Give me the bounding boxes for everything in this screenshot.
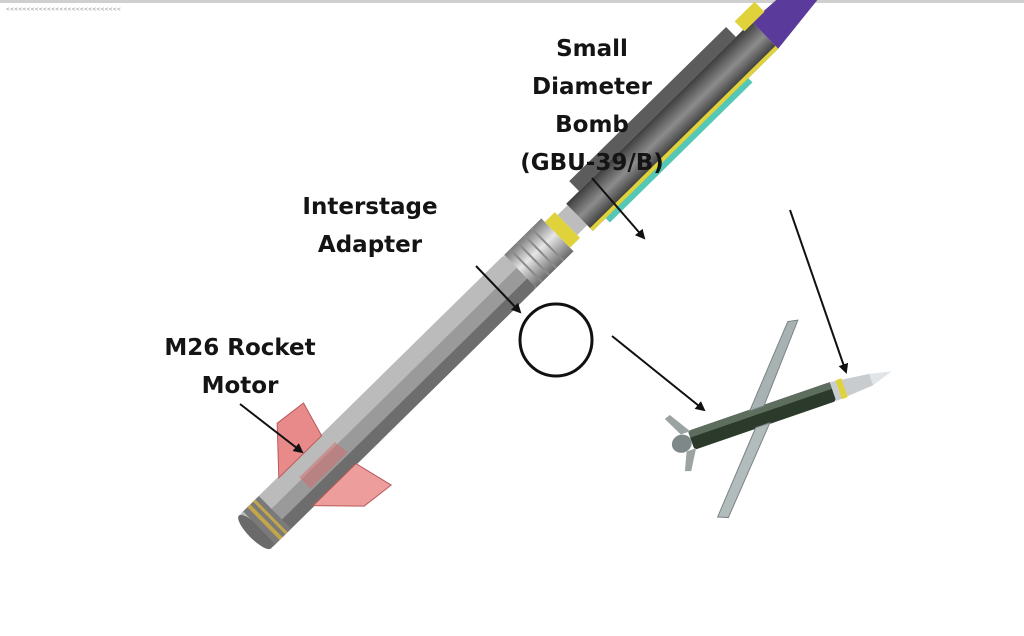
label-line: M26 Rocket: [164, 335, 316, 361]
label-line: Small: [556, 36, 628, 62]
label-interstage-adapter: Interstage Adapter: [290, 188, 450, 264]
rocket-assembly: [238, 0, 822, 550]
label-m26-rocket-motor: M26 Rocket Motor: [150, 329, 330, 405]
label-line: (GBU-39/B): [520, 150, 664, 176]
arrow-isa: [475, 265, 522, 314]
arrow-to-deployed-body: [611, 335, 706, 412]
top-border: [0, 0, 1024, 3]
arrow-m26: [239, 403, 304, 454]
label-line: Diameter: [532, 74, 652, 100]
interstage-adapter: [504, 205, 588, 288]
header-watermark: <<<<<<<<<<<<<<<<<<<<<<<<<<<<: [6, 6, 122, 13]
motor-fins: [276, 402, 393, 507]
label-small-diameter-bomb: Small Diameter Bomb (GBU-39/B): [500, 30, 684, 182]
label-line: Motor: [201, 373, 279, 399]
label-line: Bomb: [555, 112, 629, 138]
label-line: Interstage: [302, 194, 438, 220]
label-line: Adapter: [317, 232, 423, 258]
arrow-to-deployed-wing: [789, 209, 849, 374]
adapter-highlight-circle: [518, 302, 594, 378]
deployed-bomb: [664, 319, 892, 519]
small-diameter-bomb: [566, 0, 822, 231]
arrow-sdb: [591, 177, 646, 240]
